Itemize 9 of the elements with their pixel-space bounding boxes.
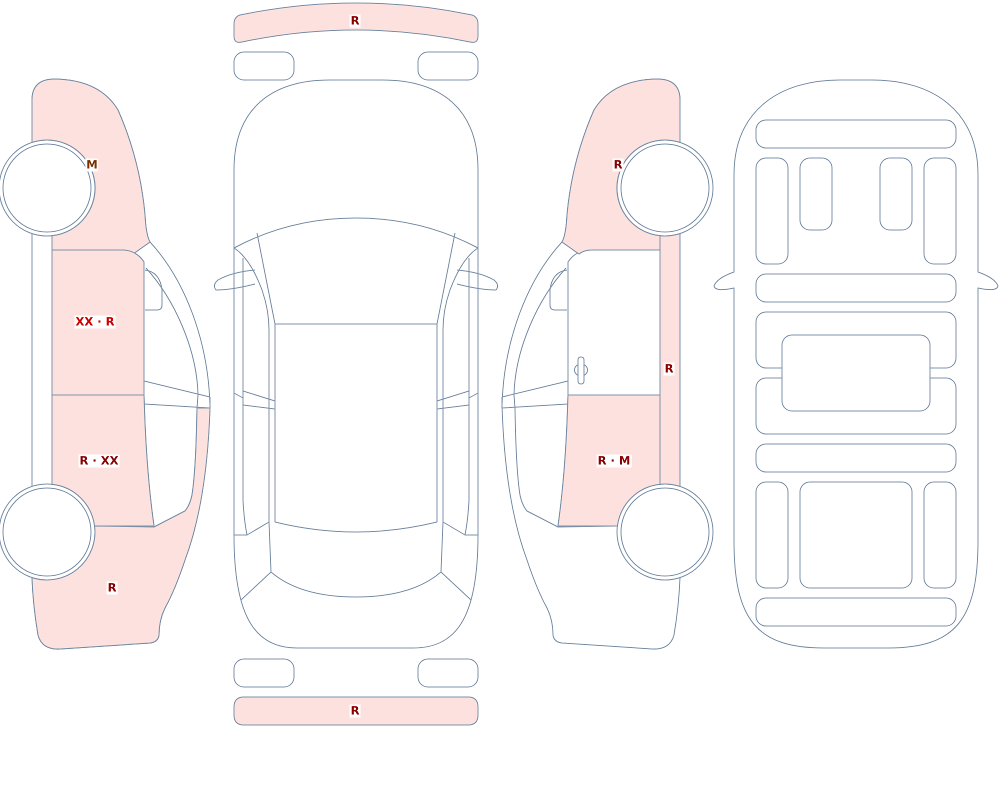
damage-code-label: R: [664, 362, 674, 376]
damage-code-label: R: [350, 14, 360, 28]
damage-code-label: R · XX: [78, 454, 120, 468]
damage-code-label: R: [612, 158, 624, 172]
damage-code-label: XX · R: [74, 316, 116, 328]
damage-code-label: R · M: [596, 454, 632, 468]
damage-code-label: M: [85, 158, 99, 172]
damage-code-label: R: [350, 704, 360, 718]
damage-code-label: R: [106, 582, 118, 594]
